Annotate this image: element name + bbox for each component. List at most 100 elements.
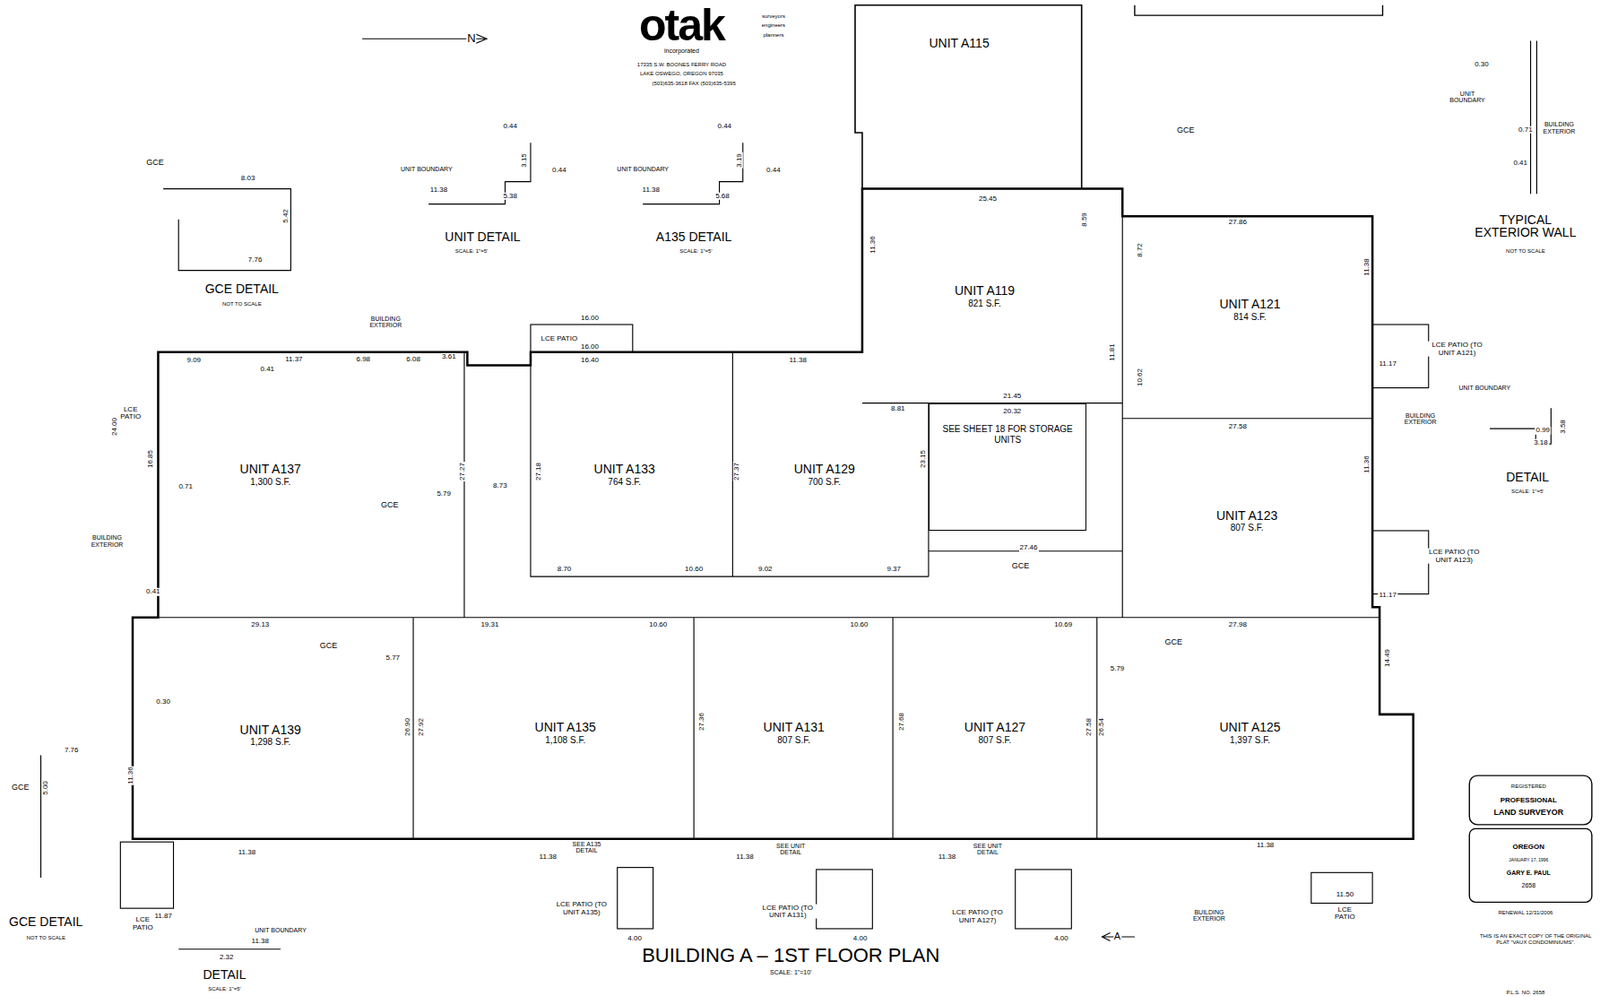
plan-label: 0.71 [1517, 125, 1534, 133]
plan-label: GCE [145, 158, 165, 167]
plan-label: LCE PATIO [540, 335, 580, 343]
plan-label: UNIT BOUNDARY [1458, 384, 1513, 391]
plan-label: 3.61 [441, 353, 458, 361]
plan-label: 3.18 [1532, 439, 1549, 447]
plan-label: A135 DETAIL [655, 230, 734, 244]
plan-label: (503)635-3618 FAX (503)635-5395 [650, 80, 736, 87]
plan-label: 11.50 [1335, 890, 1355, 899]
plan-label: 27.46 [1018, 544, 1038, 552]
plan-label: 27.58 [1228, 423, 1248, 431]
plan-label: 0.41 [1512, 159, 1529, 167]
plan-label: TYPICAL EXTERIOR WALL [1466, 213, 1585, 240]
unit-area: 807 S.F. [762, 735, 825, 746]
unit-area: 700 S.F. [793, 476, 856, 488]
unit-a115-outline [855, 5, 1082, 190]
plan-label: GCE [1163, 638, 1184, 647]
plan-label: 27.18 [535, 461, 543, 482]
plan-label: incorporated [663, 47, 701, 54]
plan-label: NOT TO SCALE [25, 934, 67, 941]
plan-label: 11.38 [735, 853, 754, 861]
plan-label: 6.98 [354, 355, 372, 364]
surveyor-seal [1469, 775, 1592, 902]
plan-label: N [466, 32, 476, 45]
plan-label: 9.09 [185, 356, 202, 364]
plan-label: SEE A135 DETAIL [568, 840, 606, 855]
plan-label: UNIT BOUNDARY [253, 927, 308, 935]
unit-label: UNIT A123807 S.F. [1212, 505, 1282, 536]
plan-label: DETAIL [201, 968, 247, 982]
plan-label: 3.15 [520, 152, 528, 169]
plan-label: 7.76 [63, 746, 80, 754]
plan-label: LCE PATIO (TO UNIT A131) [758, 903, 818, 919]
unit-name: UNIT A121 [1219, 295, 1281, 312]
unit-name: UNIT A129 [793, 461, 856, 477]
plan-label: 11.38 [937, 853, 957, 861]
unit-name: UNIT A133 [593, 461, 656, 477]
plan-label: SCALE: 1"=5' [207, 985, 242, 992]
plan-label: 4.00 [626, 934, 643, 943]
plan-label: SCALE: 1"=10' [769, 968, 813, 976]
plan-label: 11.17 [1377, 360, 1397, 368]
plan-label: NOT TO SCALE [221, 301, 263, 307]
plan-label: PROFESSIONAL [1499, 795, 1558, 804]
plan-label: 0.44 [501, 122, 519, 130]
plan-label: 9.37 [885, 565, 902, 573]
unit-name: UNIT A127 [963, 719, 1026, 736]
plan-label: 11.38 [1363, 258, 1371, 277]
unit-label: UNIT A129700 S.F. [789, 459, 859, 490]
plan-label: 21.45 [1002, 391, 1022, 399]
plan-label: 16.85 [147, 449, 155, 469]
patios [120, 324, 1428, 929]
plan-label: 4.00 [852, 934, 869, 943]
plan-label: LCE PATIO (TO UNIT A135) [552, 900, 612, 917]
plan-label: 11.38 [538, 853, 558, 861]
unit-label: UNIT A119821 S.F. [951, 281, 1020, 312]
unit-label: UNIT A133764 S.F. [589, 459, 659, 490]
plan-label: 11.36 [127, 765, 135, 785]
plan-label: 11.38 [250, 936, 270, 944]
plan-label: 8.72 [1135, 242, 1143, 259]
unit-area: 814 S.F. [1219, 311, 1281, 322]
storage-box: SEE SHEET 18 FOR STORAGE UNITS [928, 403, 1087, 531]
plan-label: 11.81 [1108, 342, 1116, 362]
plan-label: 11.38 [788, 356, 808, 364]
plan-label: engineers [761, 22, 787, 28]
plan-label: 8.03 [240, 174, 257, 182]
plan-label: 0.30 [1473, 60, 1490, 69]
plan-label: 27.98 [1228, 620, 1248, 628]
plan-label: 27.86 [1228, 218, 1248, 226]
unit-area: 1,108 S.F. [534, 735, 597, 746]
unit-area: 821 S.F. [954, 297, 1016, 309]
plan-label: 20.32 [1002, 407, 1022, 416]
plan-label: JANUARY 17, 1996 [1507, 857, 1549, 863]
plan-label: 11.38 [641, 186, 661, 194]
plan-label: 5.77 [384, 654, 401, 662]
plan-label: REGISTERED [1510, 782, 1548, 788]
plan-label: 11.36 [869, 234, 877, 254]
plan-label: 6.08 [405, 355, 422, 364]
plan-label: UNIT DETAIL [443, 230, 521, 244]
plan-label: 5.79 [1109, 664, 1126, 672]
unit-area: 1,397 S.F. [1219, 735, 1281, 746]
unit-label: UNIT A1391,298 S.F. [235, 719, 305, 750]
plan-label: 11.37 [284, 355, 303, 364]
plan-label: 2658 [1521, 882, 1538, 889]
plan-label: UNIT BOUNDARY [615, 165, 670, 173]
plan-label: 27.68 [898, 711, 906, 732]
plan-label: 16.40 [579, 356, 600, 364]
company-logo: otak [638, 2, 726, 48]
plan-label: SEE UNIT DETAIL [771, 842, 810, 857]
plan-label: 5.00 [42, 779, 50, 796]
plan-label: 26.54 [1098, 717, 1106, 737]
plan-label: 8.70 [556, 565, 573, 573]
unit-name: UNIT A137 [239, 461, 302, 477]
plan-label: 10.60 [683, 565, 704, 573]
plan-label: NOT TO SCALE [1504, 248, 1547, 254]
unit-area: 807 S.F. [1216, 522, 1279, 534]
unit-area: 1,300 S.F. [239, 476, 302, 488]
plan-label: 0.41 [145, 588, 162, 596]
plan-label: 23.15 [919, 449, 927, 469]
plan-label: GCE DETAIL [204, 282, 280, 296]
plan-label: 5.79 [435, 490, 452, 498]
